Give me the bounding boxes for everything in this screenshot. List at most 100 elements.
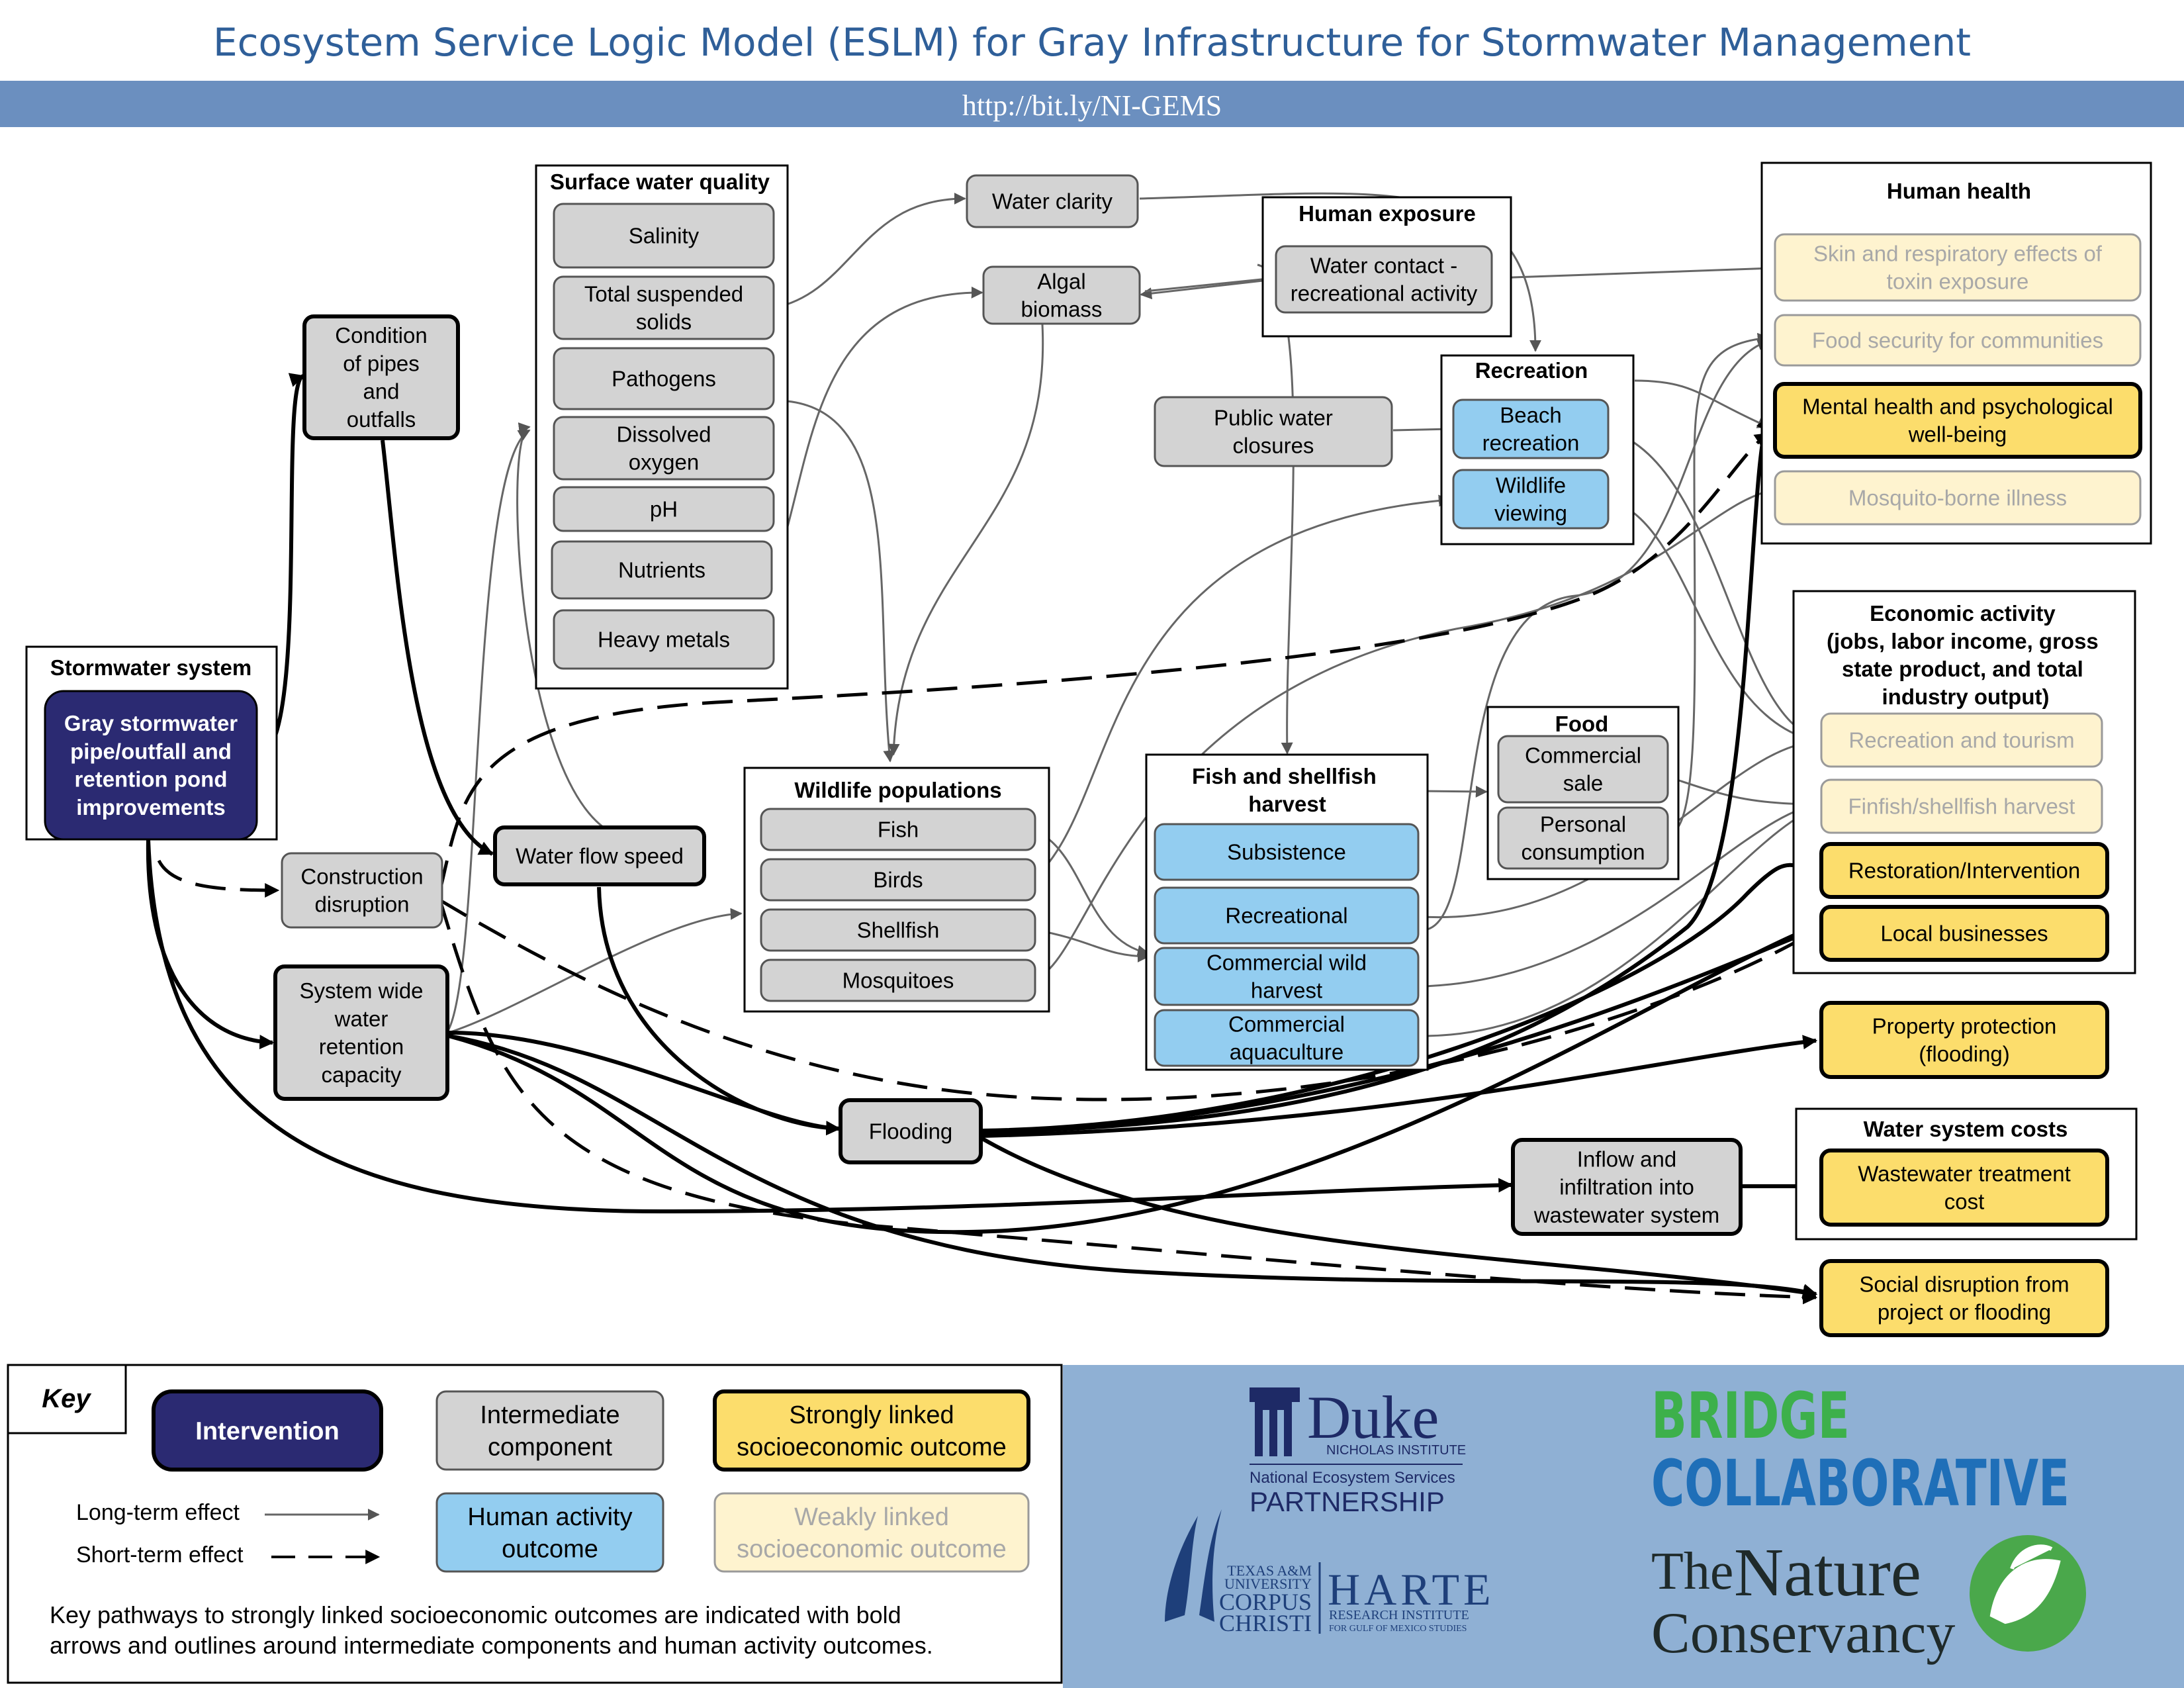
node-aquaculture-box [1154,1009,1420,1067]
group-title-human-health: Human health [1887,179,2031,203]
node-mosquito-ill: Mosquito-borne illness [1774,470,2142,526]
node-flooding-label-1: Flooding [869,1119,953,1144]
node-flooding: Flooding [839,1098,983,1164]
harte-wordmark: HARTE [1328,1564,1495,1615]
arrow-algal-to-wildlife [887,324,1044,756]
arrow-flow-to-dataquality [516,422,604,829]
node-retention-label-1: System wide [299,978,423,1003]
node-restoration-label-1: Restoration/Intervention [1848,859,2080,883]
node-gray-label-4: improvements [76,795,226,820]
harte-sub-2: FOR GULF OF MEXICO STUDIES [1329,1624,1467,1634]
node-retention-label-3: retention [319,1035,404,1059]
node-mental: Mental health and psychologicalwell-bein… [1773,382,2142,459]
node-condition-label-2: of pipes [343,351,420,375]
node-skin-box [1774,233,2142,302]
url-link[interactable]: http://bit.ly/NI-GEMS [962,89,1222,122]
short-term-dashed-arrows [157,432,1818,1305]
node-flowspeed-label-1: Water flow speed [516,844,684,868]
legend-title-tab [8,1364,127,1434]
duke-logo[interactable]: Duke NICHOLAS INSTITUTE National Ecosyst… [1250,1383,1466,1517]
arrow-wildview-to-rectour [1608,498,1818,745]
node-foodsec-label-1: Food security for communities [1812,328,2103,353]
node-recreational-label-1: Recreational [1225,904,1347,928]
node-construction-label-1: Construction [300,864,423,888]
node-rectour-box [1820,712,2103,768]
node-birds: Birds [760,858,1036,902]
neps-text: National Ecosystem Services [1250,1469,1455,1487]
node-finfish-label-1: Finfish/shellfish harvest [1848,794,2075,819]
group-title-human-exposure: Human exposure [1298,201,1476,226]
node-subsistence-label-1: Subsistence [1227,840,1346,865]
node-condition-box [302,314,460,440]
arrow-nutrients-to-algal [773,286,983,570]
group-title-wildlife: Wildlife populations [794,778,1001,802]
legend-short-term-label: Short-term effect [76,1542,244,1568]
node-metals: Heavy metals [553,609,775,670]
duke-subtitle: NICHOLAS INSTITUTE [1326,1443,1466,1458]
node-commwild-label-1: Commercial wild [1206,950,1367,974]
arrow-retention-to-dataquality [447,429,531,1030]
nature-conservancy-logo[interactable]: The Nature Conservancy [1651,1534,2086,1665]
legend-swatch-human-label-2: outcome [502,1536,598,1564]
node-localbiz-box [1819,905,2109,962]
node-mosquito-ill-box [1774,470,2142,526]
node-wildview-label-1: Wildlife [1496,473,1566,497]
arrow-condition-to-flowspeed [381,440,494,856]
node-personal-label-2: consumption [1521,840,1645,865]
node-flowspeed-box [493,825,706,886]
node-wildview: Wildlife viewing [1452,469,1610,530]
node-birds-box [760,858,1036,902]
legend-swatch-human-box [435,1492,664,1573]
harte-logo[interactable]: TEXAS A&M UNIVERSITY CORPUS CHRISTI HART… [1165,1509,1495,1636]
tamu-line-1: TEXAS A&M [1227,1562,1312,1579]
legend-swatch-strong-label-1: Strongly linked [789,1401,954,1429]
node-recreational: Recreational [1154,886,1420,945]
legend-note-line-2: arrows and outlines around intermediate … [50,1632,933,1659]
node-restoration: Restoration/Intervention [1819,842,2109,899]
group-title-water-costs: Water system costs [1864,1117,2068,1141]
legend-swatch-weak-label-2: socioeconomic outcome [737,1536,1007,1564]
node-inflow-label-2: infiltration into [1559,1175,1694,1199]
tnc-the: The [1651,1542,1733,1601]
node-wildview-box [1452,469,1610,530]
node-mosquitoes-label-1: Mosquitoes [842,968,954,993]
arrow-beach-to-rectour [1608,429,1818,741]
arrow-flooding-to-localbiz [981,928,1815,1135]
node-wildview-label-2: viewing [1494,501,1567,526]
arrow-gray-to-inflow [146,839,1514,1214]
arrow-commwild-to-finfish [1422,800,1818,988]
node-wastewater-label-1: Wastewater treatment [1858,1161,2071,1186]
node-condition-label-3: and [363,379,399,404]
tnc-leaf-icon-mark [1989,1544,2061,1624]
node-localbiz: Local businesses [1819,905,2109,962]
node-mosquitoes: Mosquitoes [760,959,1036,1002]
legend-title: Key [42,1384,91,1413]
node-pathogens: Pathogens [553,347,775,410]
node-rectour: Recreation and tourism [1820,712,2103,768]
node-nutrients-box [551,540,773,600]
node-beach-label-1: Beach [1500,402,1562,427]
node-closures-label-2: closures [1233,434,1314,458]
arrow-aquaculture-to-finfish [1422,806,1818,1037]
node-algal-box [982,265,1141,325]
tnc-conservancy: Conservancy [1651,1601,1955,1665]
node-pathogens-label-1: Pathogens [612,367,716,391]
node-beach-box [1452,399,1610,459]
node-tss-label-2: solids [636,310,692,334]
bridge-collaborative-logo[interactable]: BRIDGE COLLABORATIVE [1651,1379,2070,1521]
group-title-recreation: Recreation [1475,358,1588,383]
node-metals-label-1: Heavy metals [598,628,730,652]
node-contact: Water contact -recreational activity [1275,245,1493,314]
arrow-birds-to-mental [1035,486,1775,980]
node-recreational-box [1154,886,1420,945]
node-tss-label-1: Total suspended [584,281,743,306]
duke-wordmark: Duke [1307,1383,1439,1451]
